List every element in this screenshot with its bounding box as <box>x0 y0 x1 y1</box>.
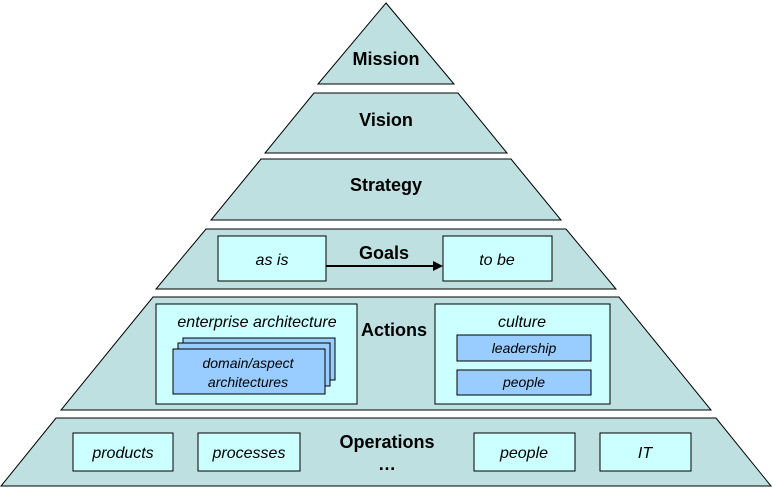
as-is-label: as is <box>256 252 289 269</box>
culture-people-label: people <box>502 374 545 390</box>
people-label: people <box>499 445 548 462</box>
products-box <box>72 432 174 472</box>
leadership-label: leadership <box>492 340 557 356</box>
strategy-level <box>209 158 563 221</box>
processes-box <box>197 432 301 472</box>
products-label: products <box>91 445 153 462</box>
goals-arrow-head <box>433 261 443 271</box>
vision-level <box>263 92 509 154</box>
culture-people-box <box>456 369 592 396</box>
operations-level <box>0 417 773 487</box>
goals-title: Goals <box>359 243 409 263</box>
to-be-box <box>442 235 553 282</box>
it-box <box>599 432 692 472</box>
vision-title: Vision <box>359 110 413 130</box>
to-be-label: to be <box>479 252 515 269</box>
mission-level <box>316 2 456 85</box>
strategy-title: Strategy <box>350 175 422 195</box>
leadership-box <box>456 334 592 362</box>
culture-title: culture <box>498 314 546 331</box>
as-is-box <box>217 235 327 282</box>
enterprise-architecture-title: enterprise architecture <box>177 314 336 331</box>
people-box <box>473 432 576 472</box>
mission-title: Mission <box>352 49 419 69</box>
it-label: IT <box>638 445 653 462</box>
domain-architecture-line2: architectures <box>208 374 288 390</box>
domain-architecture-line1: domain/aspect <box>202 355 294 371</box>
domain-architecture-box <box>172 348 326 395</box>
actions-title: Actions <box>361 320 427 340</box>
operations-title: Operations <box>339 432 434 452</box>
operations-ellipsis: … <box>378 454 396 474</box>
processes-label: processes <box>212 445 286 462</box>
